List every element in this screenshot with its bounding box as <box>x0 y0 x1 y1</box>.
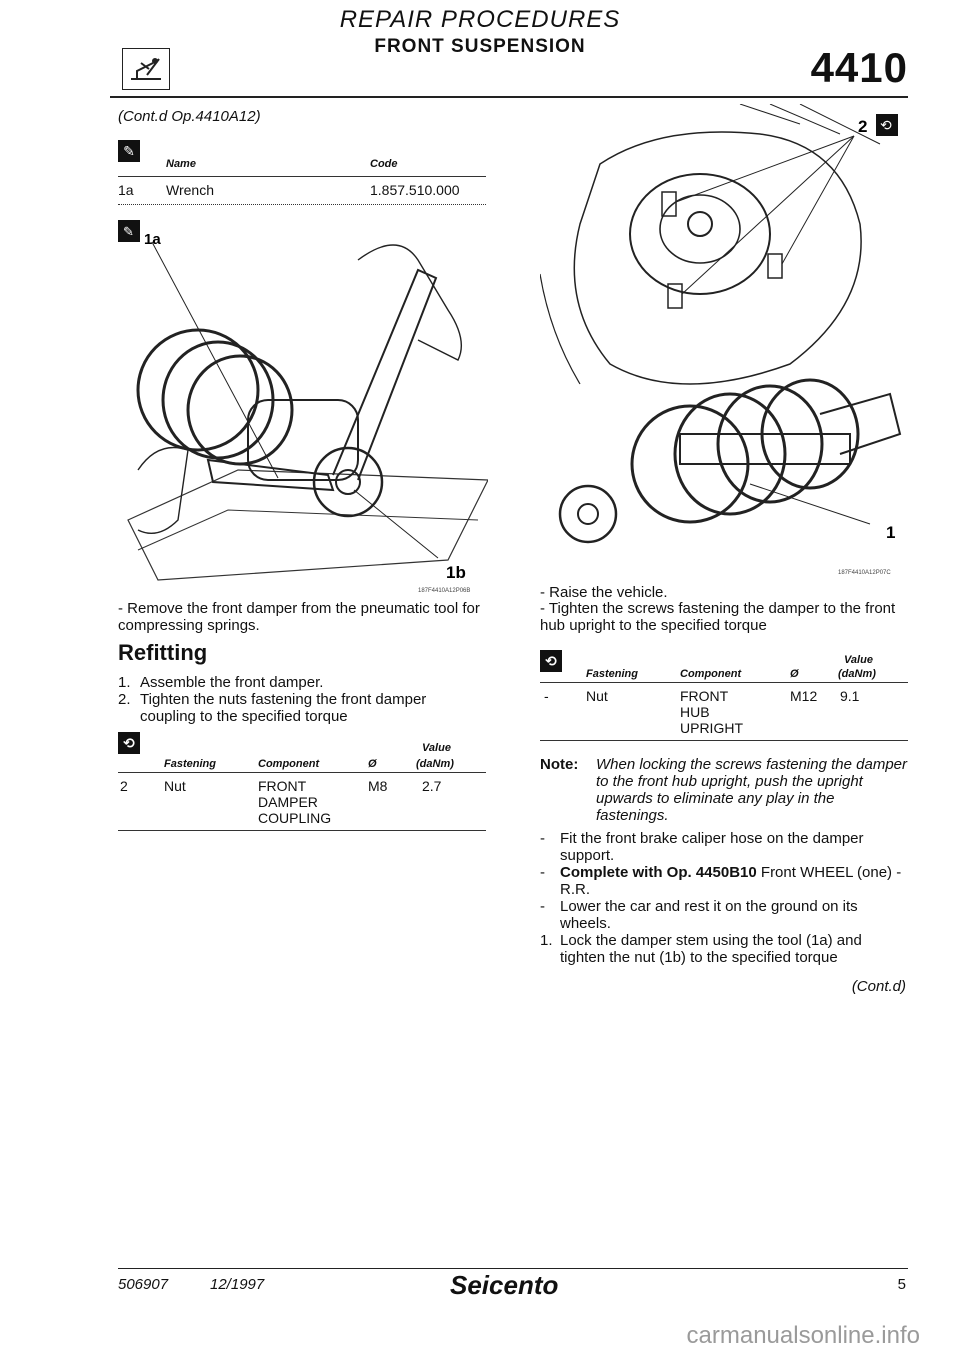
svg-text:⟲: ⟲ <box>880 117 892 133</box>
torque-row-value: 2.7 <box>422 778 442 794</box>
tools-row-code: 1.857.510.000 <box>370 182 460 198</box>
svg-text:✎: ✎ <box>123 224 134 239</box>
header-title: FRONT SUSPENSION <box>374 36 586 57</box>
figure-wrench-damper: ✎ 1a 1b 187F4410A12P06B <box>118 220 488 598</box>
right-step2-num: 1. <box>540 932 553 949</box>
torque-header-value: Value <box>844 654 873 666</box>
tools-row-rule <box>118 204 486 205</box>
torque-row-component: HUB <box>680 704 710 720</box>
op-reference: Complete with Op. 4450B10 <box>560 864 757 881</box>
tools-row-name: Wrench <box>166 182 214 198</box>
torque-row-rule <box>118 830 486 831</box>
watermark[interactable]: carmanualsonline.info <box>686 1322 920 1349</box>
torque-icon: ⟲ <box>540 650 562 672</box>
torque-row-fastening: Nut <box>164 778 186 794</box>
torque-row-diameter: M8 <box>368 778 388 794</box>
tools-header-name: Name <box>166 158 196 170</box>
continued-from: (Cont.d Op.4410A12) <box>118 108 261 125</box>
figure2-code: 187F4410A12P07C <box>838 570 891 576</box>
torque-header-component: Component <box>680 668 742 680</box>
header-supertitle: REPAIR PROCEDURES <box>339 6 621 33</box>
refitting-heading: Refitting <box>118 640 208 665</box>
right-step2-text: Lower the car and rest it on the ground … <box>560 898 858 932</box>
left-step-remove: - Remove the front damper from the pneum… <box>118 600 480 634</box>
torque-header-rule <box>540 682 908 683</box>
right-step2-complete: Complete with Op. 4450B10 Front WHEEL (o… <box>560 864 908 898</box>
continued-to: (Cont.d) <box>851 978 906 995</box>
torque-row-diameter: M12 <box>790 688 818 704</box>
torque-header-fastening: Fastening <box>164 758 216 770</box>
torque-icon: ⟲ <box>118 732 140 754</box>
torque-row-value: 9.1 <box>840 688 860 704</box>
torque-header-diameter: Ø <box>790 668 799 680</box>
figure1-label-1b: 1b <box>446 563 466 582</box>
right-step2-text: Front WHEEL (one) - R.R. <box>560 864 902 898</box>
torque-row-component: COUPLING <box>258 810 332 826</box>
right-step-raise: - Raise the vehicle. <box>540 584 668 601</box>
torque-header-rule <box>118 772 486 773</box>
footer-page-number: 5 <box>897 1276 906 1293</box>
footer-brand: Seicento <box>450 1270 559 1300</box>
refit-step-text: Tighten the nuts fastening the front dam… <box>140 691 427 725</box>
torque-header-component: Component <box>258 758 320 770</box>
suspension-icon <box>122 48 170 90</box>
section-code: 4410 <box>810 44 908 91</box>
torque-header-value: Value <box>422 742 451 754</box>
note-label: Note: <box>540 756 579 773</box>
right-step2-text: Lock the damper stem using the tool (1a)… <box>560 932 862 966</box>
torque-header-diameter: Ø <box>368 758 377 770</box>
torque-header-fastening: Fastening <box>586 668 638 680</box>
right-step-tighten: - Tighten the screws fastening the dampe… <box>540 600 896 634</box>
right-step2-num: - <box>540 898 545 915</box>
torque-row-ref: - <box>544 688 549 704</box>
refit-step-text: Assemble the front damper. <box>140 674 324 691</box>
note-text: When locking the screws fastening the da… <box>596 756 907 824</box>
figure-strut-mount: ⟲ 2 1 187F4410A12P07C <box>540 104 908 580</box>
figure2-label-1: 1 <box>886 523 895 542</box>
torque-row-component: FRONT <box>258 778 307 794</box>
figure1-code: 187F4410A12P06B <box>418 588 470 594</box>
wrench-icon: ✎ <box>118 140 140 162</box>
torque-row-component: DAMPER <box>258 794 318 810</box>
figure2-label-2: 2 <box>858 117 867 136</box>
refit-step-num: 1. <box>118 674 131 691</box>
tools-row-ref: 1a <box>118 182 134 198</box>
torque-row-component: UPRIGHT <box>680 720 743 736</box>
footer-rule <box>118 1268 908 1269</box>
right-step2-text: Fit the front brake caliper hose on the … <box>560 830 864 864</box>
torque-row-fastening: Nut <box>586 688 608 704</box>
torque-row-ref: 2 <box>120 778 128 794</box>
torque-header-unit: (daNm) <box>838 668 876 680</box>
tools-header-code: Code <box>370 158 398 170</box>
footer-date: 12/1997 <box>210 1276 265 1293</box>
figure1-label-1a: 1a <box>144 231 161 248</box>
torque-row-component: FRONT <box>680 688 729 704</box>
header-rule <box>110 96 908 98</box>
footer-doc-number: 506907 <box>118 1276 169 1293</box>
torque-row-rule <box>540 740 908 741</box>
torque-header-unit: (daNm) <box>416 758 454 770</box>
tools-header-rule <box>118 176 486 177</box>
refit-step-num: 2. <box>118 691 131 708</box>
right-step2-num: - <box>540 830 545 847</box>
right-step2-num: - <box>540 864 545 881</box>
